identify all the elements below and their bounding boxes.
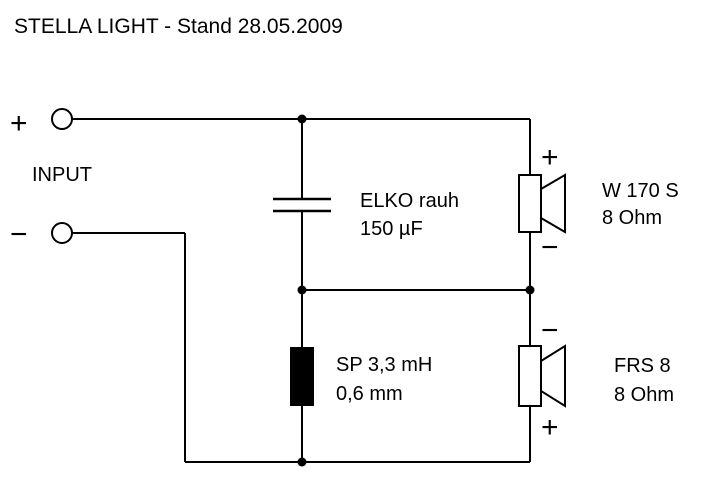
upper-speaker-icon <box>518 173 566 234</box>
inductor-symbol <box>290 347 314 406</box>
upper-speaker-bottom-sign: − <box>541 231 559 264</box>
upper-speaker-impedance: 8 Ohm <box>602 207 662 229</box>
lower-speaker-model: FRS 8 <box>614 355 671 377</box>
junction-dot <box>525 285 535 295</box>
capacitor-symbol <box>273 197 331 213</box>
input-minus-terminal <box>51 222 73 244</box>
upper-speaker-model: W 170 S <box>602 180 679 202</box>
capacitor-label-value: 150 µF <box>360 218 423 240</box>
inductor-label-value: 0,6 mm <box>336 383 403 405</box>
junction-dot <box>297 285 307 295</box>
junction-dot <box>297 114 307 124</box>
lower-speaker-impedance: 8 Ohm <box>614 384 674 406</box>
input-label: INPUT <box>32 164 92 186</box>
lower-speaker-top-sign: − <box>541 314 559 347</box>
input-minus-sign: − <box>10 218 28 251</box>
lower-speaker-icon <box>518 344 566 408</box>
inductor-label-name: SP 3,3 mH <box>336 354 432 376</box>
lower-speaker-bottom-sign: + <box>541 411 559 444</box>
input-plus-sign: + <box>10 107 28 140</box>
upper-speaker-top-sign: + <box>541 141 559 174</box>
junction-dot <box>297 457 307 467</box>
capacitor-label-name: ELKO rauh <box>360 190 459 212</box>
diagram-title: STELLA LIGHT - Stand 28.05.2009 <box>14 15 343 38</box>
input-plus-terminal <box>51 108 73 130</box>
